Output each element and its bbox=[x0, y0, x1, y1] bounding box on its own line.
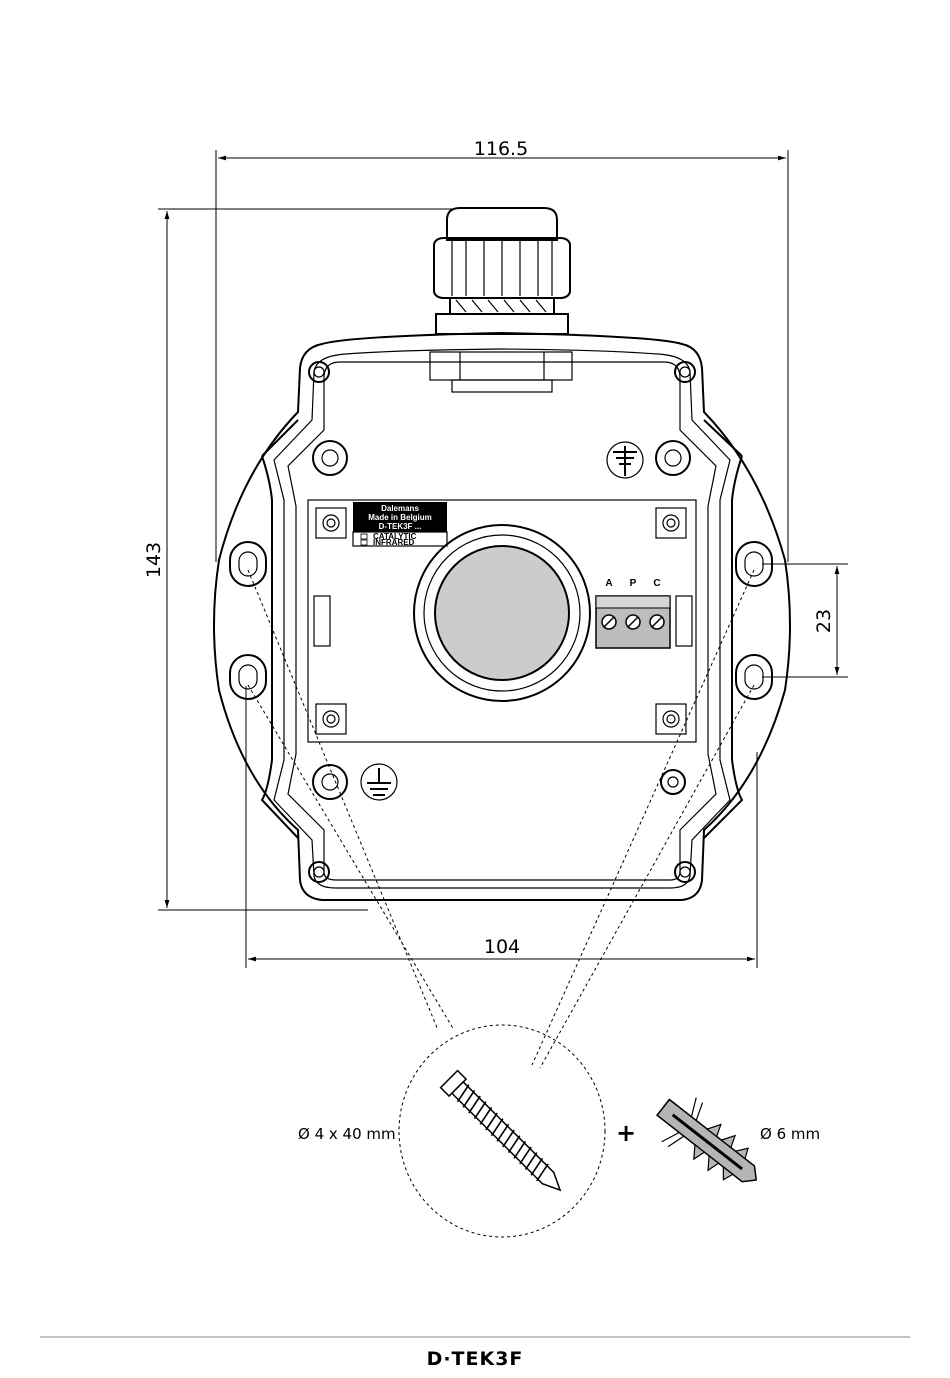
label-line3: D-TEK3F ... bbox=[379, 522, 422, 531]
screw-spec: Ø 4 x 40 mm bbox=[298, 1125, 396, 1143]
dimension-vertical-spacing: 23 bbox=[762, 564, 848, 677]
product-label: Dalemans Made in Belgium D-TEK3F ... CAT… bbox=[353, 502, 447, 547]
sensor-window bbox=[414, 525, 590, 701]
infrared-checkbox bbox=[361, 540, 367, 545]
screw-icon bbox=[441, 1071, 569, 1199]
cable-gland bbox=[430, 208, 572, 392]
protective-earth-symbol bbox=[607, 442, 643, 478]
screw-detail bbox=[399, 1025, 605, 1237]
terminal-label-c: C bbox=[653, 578, 660, 589]
ground-symbol bbox=[361, 764, 397, 800]
plug-spec: Ø 6 mm bbox=[760, 1125, 820, 1143]
height-value: 143 bbox=[143, 542, 165, 578]
catalytic-checkbox bbox=[361, 534, 367, 539]
plus-sign: + bbox=[616, 1119, 636, 1147]
vertical-spacing-value: 23 bbox=[813, 609, 835, 633]
option-infrared: INFRARED bbox=[373, 538, 415, 547]
terminal-label-a: A bbox=[605, 578, 612, 589]
terminal-label-p: P bbox=[630, 578, 637, 589]
brand-logo: D·TEK3F bbox=[427, 1348, 524, 1370]
dimension-hole-spacing: 104 bbox=[246, 686, 757, 968]
dimension-height: 143 bbox=[143, 209, 452, 910]
wall-plug-icon bbox=[646, 1085, 773, 1202]
terminal-block: A P C bbox=[596, 578, 670, 648]
label-line2: Made in Belgium bbox=[368, 513, 432, 522]
hole-spacing-value: 104 bbox=[484, 936, 520, 958]
dimension-width: 116.5 bbox=[216, 138, 788, 562]
width-value: 116.5 bbox=[474, 138, 528, 160]
label-line1: Dalemans bbox=[381, 504, 419, 513]
